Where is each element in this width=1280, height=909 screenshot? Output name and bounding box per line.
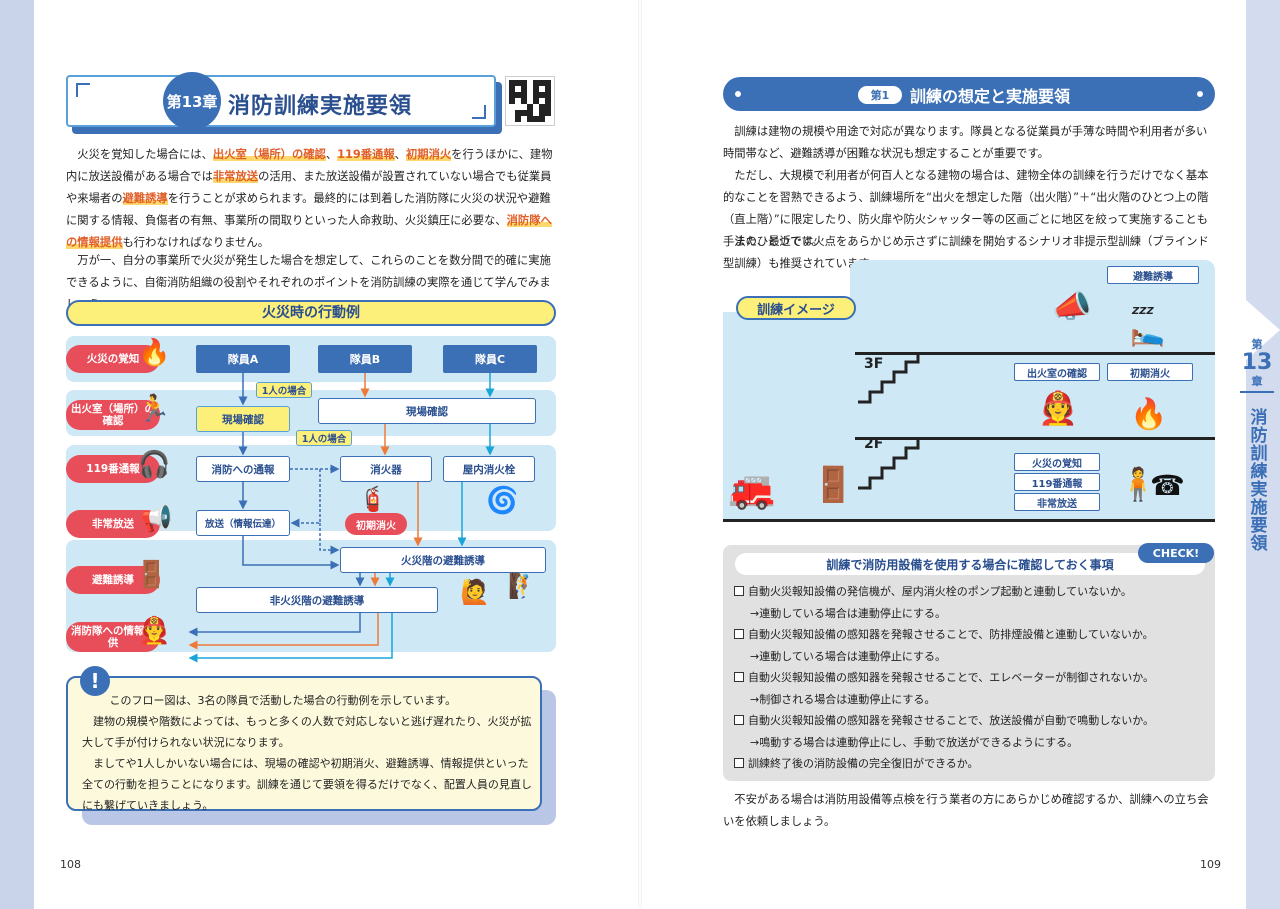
guide-person-icon: 🙋 bbox=[460, 578, 490, 606]
megaphone-person-icon: 📢 bbox=[140, 504, 173, 534]
floor-label-2f: 2F bbox=[864, 436, 884, 452]
exit-door-icon: 🚪 bbox=[812, 465, 855, 505]
closing-paragraph: 不安がある場合は消防用設備等点検を行う業者の方にあらかじめ確認するか、訓練への立… bbox=[723, 793, 1209, 828]
fire-icon: 🔥 bbox=[1130, 397, 1168, 432]
right-paragraph-2: ただし、大規模で利用者が何百人となる建物の場合は、建物全体の訓練を行うだけでなく… bbox=[723, 169, 1209, 248]
check-item: 自動火災報知設備の感知器を発報させることで、エレベーターが制御されないか。 bbox=[734, 671, 1154, 685]
one-person-note-2: 1人の場合 bbox=[296, 430, 352, 446]
checkbox-icon[interactable] bbox=[734, 586, 744, 596]
chapter-title: 消防訓練実施要領 bbox=[228, 94, 413, 119]
checkbox-icon[interactable] bbox=[734, 629, 744, 639]
chapter-number-badge: 第13章 bbox=[163, 72, 221, 130]
note-box: このフロー図は、3名の隊員で活動した場合の行動例を示しています。 建物の規模や階… bbox=[66, 676, 542, 812]
check-item: 訓練終了後の消防設備の完全復旧ができるか。 bbox=[734, 757, 979, 771]
standing-person-icon: 🧍 bbox=[1118, 465, 1158, 503]
label-119: 119番通報 bbox=[1014, 473, 1100, 491]
box-tsuho: 消防への通報 bbox=[196, 456, 290, 482]
check-box bbox=[723, 545, 1215, 781]
page-number-left: 108 bbox=[60, 858, 81, 871]
exit-sign-icon: 🚪 bbox=[135, 560, 168, 590]
right-paragraph-1: 訓練は建物の規模や用途で対応が異なります。隊員となる従業員が手薄な時間や利用者が… bbox=[723, 125, 1208, 160]
fire-hose-icon: 🌀 bbox=[486, 486, 519, 516]
firefighter-icon: 👨‍🚒 bbox=[138, 616, 171, 646]
flame-icon: 🔥 bbox=[138, 338, 171, 368]
staircase bbox=[858, 352, 920, 490]
check-badge: CHECK! bbox=[1138, 543, 1214, 563]
extinguisher-person-icon: 🧯 bbox=[358, 485, 388, 513]
label-evacuation: 避難誘導 bbox=[1107, 266, 1199, 284]
sleep-zzz: ZZZ bbox=[1132, 306, 1154, 317]
operator-headset-icon: 🎧 bbox=[138, 450, 171, 480]
intro-paragraph-1: 火災を覚知した場合には、出火室（場所）の確認、119番通報、初期消火を行うほかに… bbox=[66, 148, 553, 249]
megaphone-guide-icon: 📣 bbox=[1052, 287, 1092, 325]
box-shokaki: 消火器 bbox=[340, 456, 432, 482]
role-fire-room-check: 出火室（場所）の確認 bbox=[66, 400, 160, 430]
image-tag: 訓練イメージ bbox=[736, 296, 856, 320]
running-person-icon: 🏃 bbox=[138, 394, 171, 424]
section-header bbox=[723, 77, 1215, 111]
page-edge-left bbox=[0, 0, 34, 909]
training-scene bbox=[723, 312, 1215, 522]
checkbox-icon[interactable] bbox=[734, 758, 744, 768]
member-b: 隊員B bbox=[318, 345, 412, 373]
checkbox-icon[interactable] bbox=[734, 715, 744, 725]
right-paragraph-3: また、最近では火点をあらかじめ示さずに訓練を開始するシナリオ非提示型訓練（ブライ… bbox=[723, 235, 1209, 270]
floor-4 bbox=[855, 352, 1215, 355]
box-fire-floor-evac: 火災階の避難誘導 bbox=[340, 547, 546, 573]
check-item-action: →制御される場合は連動停止にする。 bbox=[750, 693, 936, 706]
floor-3 bbox=[855, 437, 1215, 440]
check-item-action: →連動している場合は連動停止にする。 bbox=[750, 607, 946, 620]
label-fire-room-check: 出火室の確認 bbox=[1014, 363, 1100, 381]
chapter-header bbox=[66, 75, 496, 127]
note-paragraph-1: このフロー図は、3名の隊員で活動した場合の行動例を示しています。 bbox=[109, 694, 457, 707]
fire-truck-icon: 🚒 bbox=[728, 467, 776, 511]
hose-operator-icon: 🧑‍🚒 bbox=[1038, 389, 1078, 427]
floor-ground bbox=[723, 519, 1215, 522]
note-paragraph-2: 建物の規模や階数によっては、もっと多くの人数で対応しないと逃げ遅れたり、火災が拡… bbox=[82, 715, 532, 749]
check-item: 自動火災報知設備の発信機が、屋内消火栓のポンプ起動と連動していないか。 bbox=[734, 585, 1132, 599]
member-c: 隊員C bbox=[443, 345, 537, 373]
page-number-right: 109 bbox=[1200, 858, 1221, 871]
check-item: 自動火災報知設備の感知器を発報させることで、放送設備が自動で鳴動しないか。 bbox=[734, 714, 1154, 728]
role-emergency-broadcast: 非常放送 bbox=[66, 510, 160, 538]
stairs-person-icon: 🧗 bbox=[508, 572, 538, 600]
section-number: 第1 bbox=[858, 86, 902, 104]
fire-alarm-panel-icon: ☎ bbox=[1150, 469, 1185, 502]
box-hoso: 放送（情報伝達） bbox=[196, 510, 290, 536]
box-genba-a: 現場確認 bbox=[196, 406, 290, 432]
check-item-action: →連動している場合は連動停止にする。 bbox=[750, 650, 946, 663]
exclamation-icon: ! bbox=[80, 666, 110, 696]
note-paragraph-3: ましてや1人しかいない場合には、現場の確認や初期消火、避難誘導、情報提供といった… bbox=[82, 757, 532, 812]
side-chapter-label: 第 13 章 bbox=[1240, 338, 1274, 393]
tag-initial-extinguish: 初期消火 bbox=[345, 513, 407, 535]
label-emergency-broadcast: 非常放送 bbox=[1014, 493, 1100, 511]
spine-fold bbox=[638, 0, 642, 909]
one-person-note-1: 1人の場合 bbox=[256, 382, 312, 398]
check-item: 自動火災報知設備の感知器を発報させることで、防排煙設備と連動していないか。 bbox=[734, 628, 1154, 642]
page-edge-right bbox=[1246, 0, 1280, 909]
section-title: 訓練の想定と実施要領 bbox=[910, 87, 1071, 106]
flow-title: 火災時の行動例 bbox=[66, 300, 556, 326]
side-chapter-title: 消防訓練実施要領 bbox=[1246, 408, 1267, 552]
role-119-call: 119番通報 bbox=[66, 455, 160, 483]
qr-code-icon[interactable] bbox=[505, 76, 555, 126]
role-info-to-firefighters: 消防隊への情報提供 bbox=[66, 622, 160, 652]
role-evacuation: 避難誘導 bbox=[66, 566, 160, 594]
box-nonfire-floor-evac: 非火災階の避難誘導 bbox=[196, 587, 438, 613]
side-tab-arrow bbox=[1246, 300, 1280, 360]
label-initial-extinguish: 初期消火 bbox=[1107, 363, 1193, 381]
member-a: 隊員A bbox=[196, 345, 290, 373]
label-fire-detection: 火災の覚知 bbox=[1014, 453, 1100, 471]
box-genba-bc: 現場確認 bbox=[318, 398, 536, 424]
checkbox-icon[interactable] bbox=[734, 672, 744, 682]
floor-label-3f: 3F bbox=[864, 356, 884, 372]
box-okunai: 屋内消火栓 bbox=[443, 456, 535, 482]
check-item-action: →鳴動する場合は連動停止にし、手動で放送ができるようにする。 bbox=[750, 736, 1079, 749]
check-title: 訓練で消防用設備を使用する場合に確認しておく事項 bbox=[735, 553, 1205, 575]
bed-icon: 🛌 bbox=[1130, 315, 1165, 348]
role-fire-detection: 火災の覚知 bbox=[66, 345, 160, 373]
